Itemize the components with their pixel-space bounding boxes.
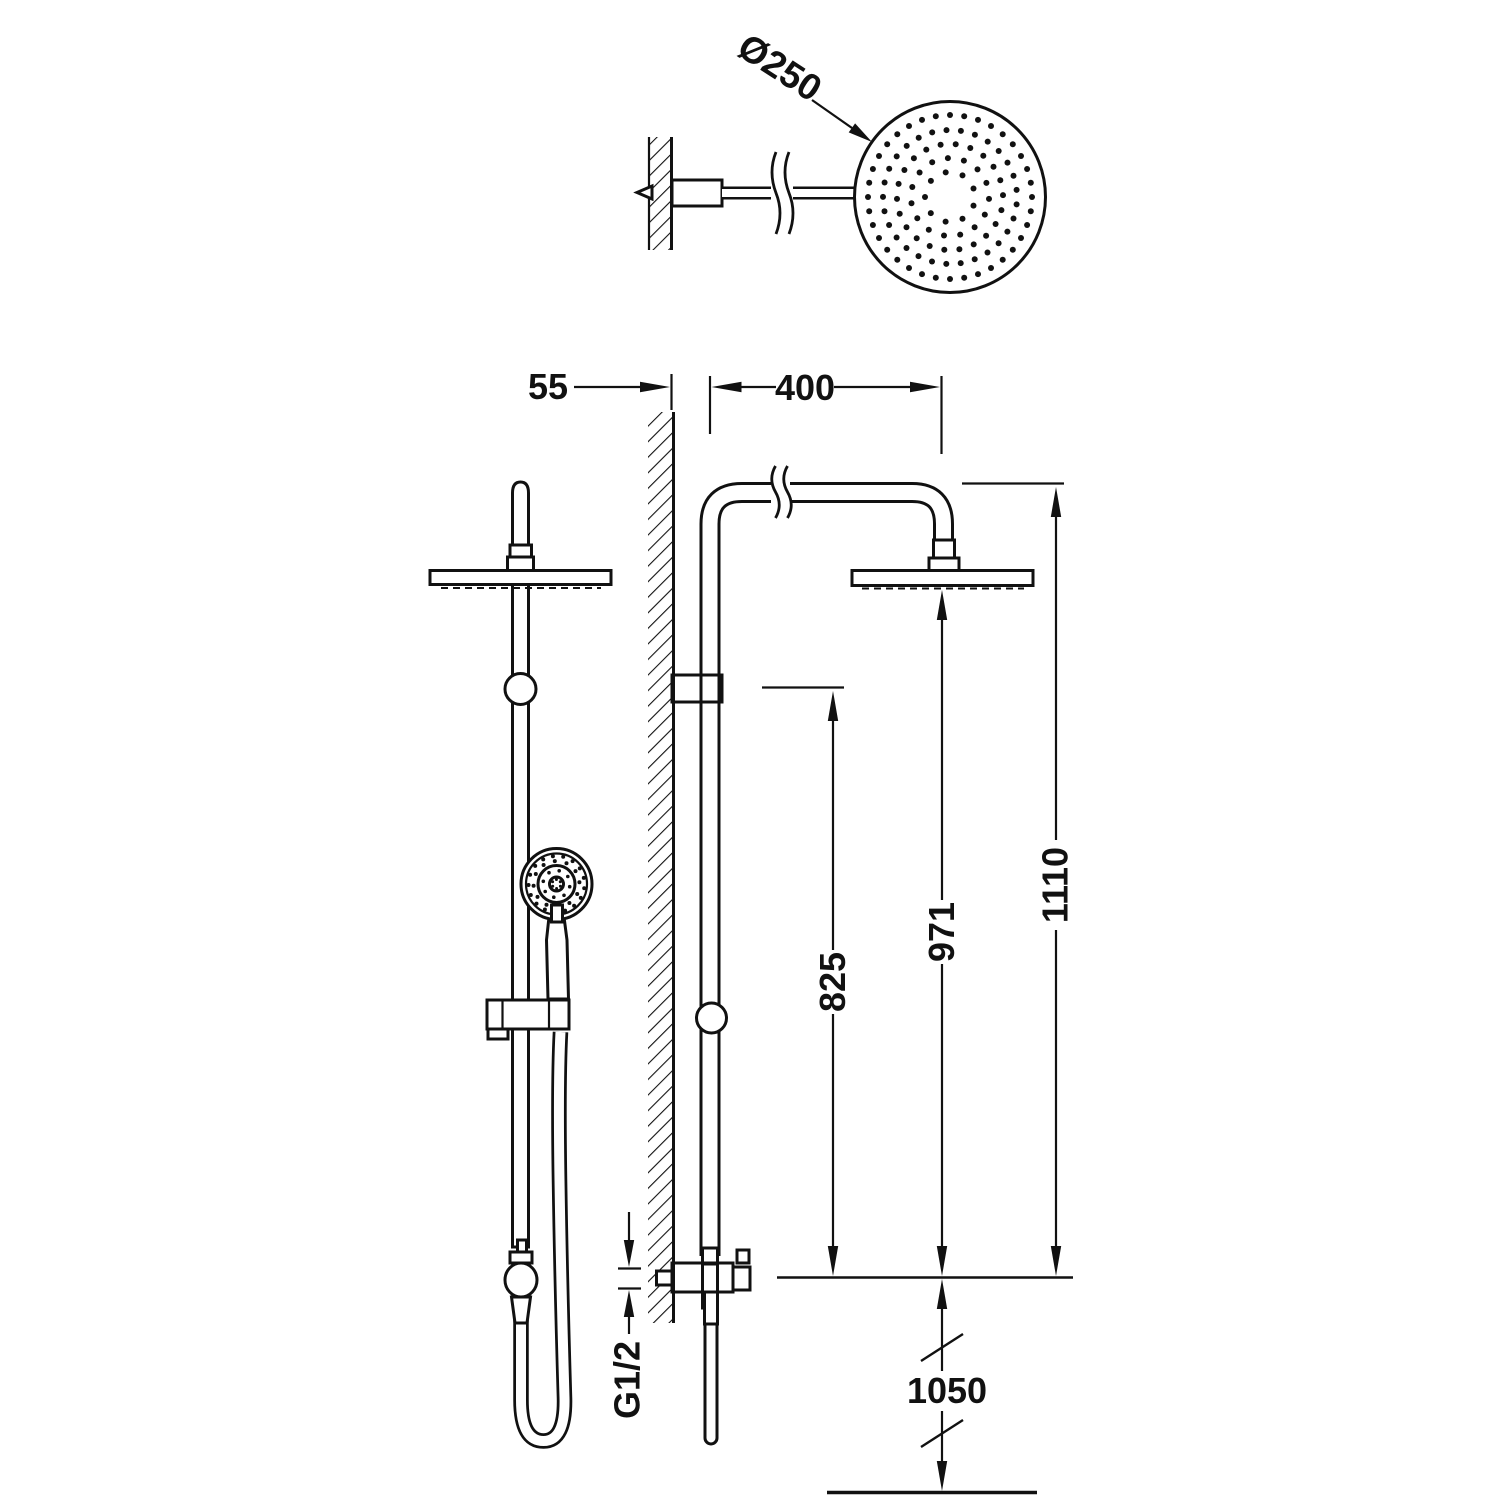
break-wave-right-top (783, 151, 795, 235)
hand-shower-pause-tab (550, 903, 564, 924)
dim-label-total-height: 1110 (1035, 847, 1076, 923)
dim-label-thread: G1/2 (607, 1341, 648, 1419)
leader-line-head-diameter (811, 99, 853, 129)
upper-wall-bracket-side (670, 673, 724, 704)
overhead-head-plate-front (428, 569, 613, 586)
dim-arrow-400-left (711, 381, 742, 393)
dim-label-head-diameter: Ø250 (731, 26, 829, 110)
dim-arrow-55 (640, 381, 670, 393)
riser-and-arm-side-inner (702, 485, 951, 1256)
hand-shower-nozzle-dots-inner (541, 869, 572, 899)
dim-arrow-400-right (910, 381, 940, 393)
dim-arrow-g12-down (623, 1240, 635, 1267)
top-view (633, 100, 1047, 294)
hose-connector-cone-front (509, 1295, 533, 1325)
arm-wall-flange-top (670, 178, 724, 208)
hand-shower-hub-dots (551, 878, 562, 890)
rod-collar-upper-front (508, 543, 533, 559)
dim-arrow-971-top (936, 590, 948, 620)
dim-arrow-1050-bottom (936, 1461, 948, 1491)
hose-hanging-side (703, 1314, 719, 1446)
hose-connector-side (703, 1290, 719, 1326)
break-wave-left-side (770, 465, 781, 519)
riser-and-arm-side-outer (699, 482, 954, 1256)
dim-label-arm-projection: 400 (775, 367, 835, 408)
dim-label-head-height: 971 (921, 902, 962, 962)
break-wave-left-top (770, 151, 782, 235)
side-view (648, 412, 1035, 1446)
shower-hose-inner (516, 1031, 570, 1447)
dim-arrow-g12-up (623, 1290, 635, 1317)
break-slash-1050-lower (920, 1418, 964, 1449)
hand-shower-handle (544, 915, 571, 1001)
leader-arrow-head-diameter (848, 123, 872, 142)
dim-label-inlet-height: 1050 (907, 1370, 987, 1411)
dim-label-bracket-height: 825 (812, 952, 853, 1012)
dim-arrow-825-bottom (827, 1246, 839, 1276)
wall-hatch-side-view (648, 412, 674, 1323)
bottom-bracket-lever-side (735, 1248, 751, 1265)
supply-pipe-stub-top (633, 183, 654, 202)
overhead-head-plate-side (850, 569, 1035, 587)
overhead-shower-nozzle-dots (865, 112, 1035, 282)
valve-knob-front (503, 1261, 539, 1299)
upper-bracket-knob-front (503, 672, 538, 706)
diverter-knob-side (695, 1001, 728, 1035)
front-view (428, 480, 613, 1449)
dim-arrow-971-bottom (936, 1246, 948, 1276)
dim-arrow-1050-top (936, 1279, 948, 1309)
head-fitting-side (932, 538, 956, 561)
dim-arrow-825-top (827, 691, 839, 721)
bracket-spout (486, 1027, 510, 1041)
valve-stub-front (516, 1238, 528, 1254)
valve-shoulder-front (508, 1250, 534, 1265)
break-wave-right-side (782, 465, 793, 519)
bottom-bracket-cap-side (731, 1265, 752, 1292)
wall-supply-inlet-side (655, 1269, 674, 1287)
dim-label-wall-offset: 55 (528, 366, 568, 407)
dim-arrow-1110-bottom (1050, 1246, 1062, 1276)
dim-arrow-1110-top (1050, 487, 1062, 517)
top-rod-front (511, 480, 530, 547)
break-slash-1050-upper (920, 1332, 964, 1363)
rod-collar-lower-front (506, 555, 535, 572)
hand-shower-holder-bracket (485, 998, 571, 1031)
